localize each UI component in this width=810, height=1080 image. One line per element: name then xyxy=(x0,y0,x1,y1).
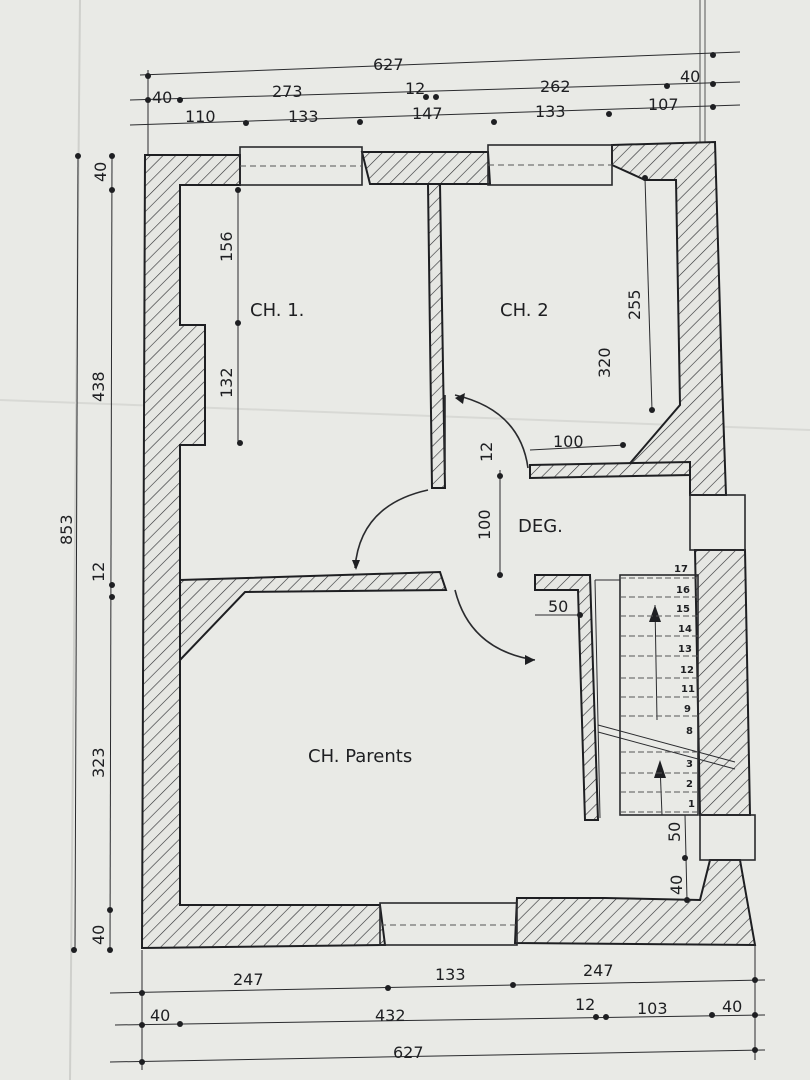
step-number: 14 xyxy=(678,624,692,635)
dim-bottom-432: 432 xyxy=(375,1006,406,1025)
dim-deg-12: 12 xyxy=(477,442,496,462)
room-label-degagement: DEG. xyxy=(518,516,563,537)
dim-ch2-100: 100 xyxy=(553,432,584,451)
inner-dimensions: 156 132 255 320 100 12 100 50 50 40 xyxy=(217,175,690,903)
walls xyxy=(140,140,757,950)
step-number: 15 xyxy=(676,604,690,615)
dim-ch1-132: 132 xyxy=(217,367,236,398)
dim-ch2-320: 320 xyxy=(595,347,614,378)
left-dimensions: 40 438 853 12 323 40 xyxy=(57,153,115,953)
dim-bottom-133: 133 xyxy=(435,965,466,984)
dim-ch2-255: 255 xyxy=(625,289,644,320)
dim-left-323: 323 xyxy=(89,747,108,778)
dim-bottom-103: 103 xyxy=(637,999,668,1018)
dim-top-147: 147 xyxy=(412,104,443,123)
dim-bottom-247b: 247 xyxy=(583,961,614,980)
step-number: 3 xyxy=(686,759,693,770)
dim-top-133b: 133 xyxy=(535,102,566,121)
staircase: 17 16 15 14 13 12 11 9 8 3 2 1 xyxy=(594,564,736,819)
dim-top-12: 12 xyxy=(405,79,425,98)
dim-right-50: 50 xyxy=(665,822,684,842)
dim-top-133a: 133 xyxy=(288,107,319,126)
step-number: 16 xyxy=(676,585,690,596)
dim-bottom-12: 12 xyxy=(575,995,595,1014)
windows xyxy=(239,144,756,946)
dim-top-total: 627 xyxy=(373,55,404,74)
dim-left-total: 853 xyxy=(57,514,76,545)
room-label-ch1: CH. 1. xyxy=(250,300,304,321)
dim-deg-100: 100 xyxy=(475,509,494,540)
top-dimensions: 627 40 273 12 262 40 110 133 147 133 107 xyxy=(129,51,741,160)
dim-top-107: 107 xyxy=(648,95,679,114)
room-label-parents: CH. Parents xyxy=(308,746,412,767)
step-number: 9 xyxy=(684,704,691,715)
step-number: 12 xyxy=(680,665,694,676)
dim-top-273: 273 xyxy=(272,82,303,101)
bottom-dimensions: 247 133 247 40 432 12 103 40 627 xyxy=(109,945,766,1070)
dim-stair-50: 50 xyxy=(548,597,568,616)
doors xyxy=(352,393,536,665)
step-number: 17 xyxy=(674,564,688,575)
dim-bottom-40a: 40 xyxy=(150,1006,170,1025)
dim-top-right-wall: 40 xyxy=(680,67,700,86)
dim-left-438: 438 xyxy=(89,371,108,402)
step-number: 1 xyxy=(688,799,695,810)
dim-bottom-40b: 40 xyxy=(722,997,742,1016)
step-number: 2 xyxy=(686,779,693,790)
dim-ch1-156: 156 xyxy=(217,231,236,262)
dim-right-40: 40 xyxy=(667,875,686,895)
dim-left-bottom-wall: 40 xyxy=(89,925,108,945)
step-number: 8 xyxy=(686,726,693,737)
step-number: 13 xyxy=(678,644,692,655)
dim-top-262: 262 xyxy=(540,77,571,96)
dim-left-12: 12 xyxy=(89,562,108,582)
dim-bottom-247a: 247 xyxy=(233,970,264,989)
step-number: 11 xyxy=(681,684,695,695)
dim-top-110: 110 xyxy=(185,107,216,126)
dim-bottom-total: 627 xyxy=(393,1043,424,1062)
room-label-ch2: CH. 2 xyxy=(500,300,549,321)
dim-top-left-wall: 40 xyxy=(152,88,172,107)
dim-left-top-wall: 40 xyxy=(91,162,110,182)
